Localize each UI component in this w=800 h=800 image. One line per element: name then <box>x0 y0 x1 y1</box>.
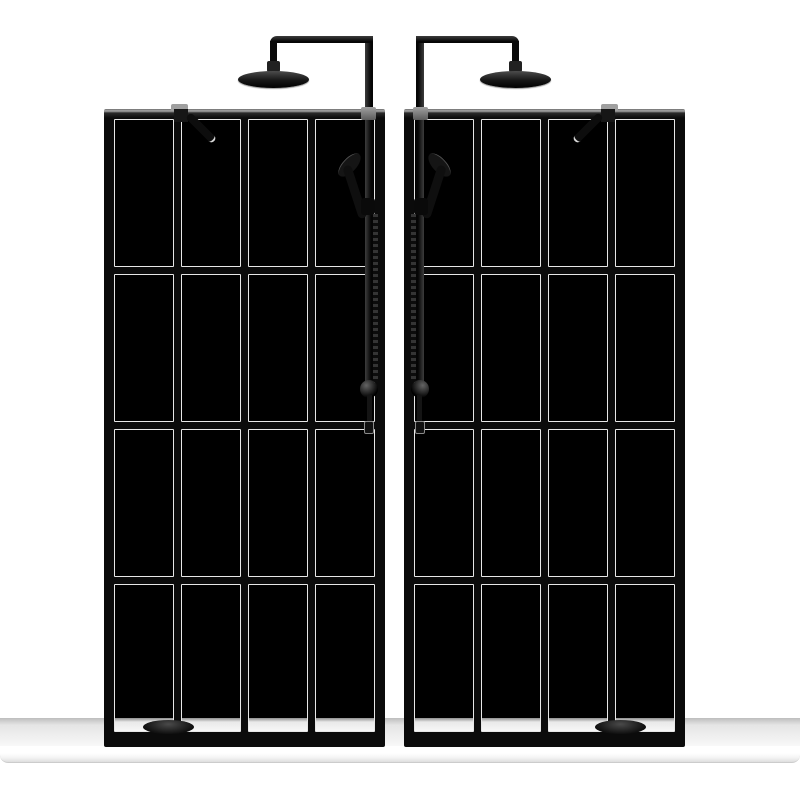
shower-arm-drop <box>270 41 277 65</box>
glass-pane <box>181 274 241 422</box>
glass-grid <box>114 119 375 732</box>
rail-end-knob <box>360 380 378 398</box>
glass-pane <box>481 429 541 577</box>
glass-pane <box>114 584 174 732</box>
glass-pane <box>414 584 474 732</box>
glass-pane <box>315 429 375 577</box>
hose-connector <box>364 421 374 434</box>
shower-hose <box>411 214 416 382</box>
screen-frame <box>404 109 685 747</box>
shower-head-connector <box>267 61 280 72</box>
shower-tray-front <box>0 746 800 763</box>
glass-pane <box>548 429 608 577</box>
screen-frame <box>104 109 385 747</box>
glass-pane <box>615 584 675 732</box>
glass-pane <box>114 274 174 422</box>
rain-shower-head <box>238 71 309 88</box>
glass-pane <box>248 429 308 577</box>
glass-pane <box>615 274 675 422</box>
glass-pane <box>548 274 608 422</box>
riser-bracket <box>413 107 428 120</box>
slide-rail-clamp <box>414 198 428 215</box>
riser-bracket <box>361 107 376 120</box>
shower-hose <box>373 214 378 382</box>
glass-pane <box>248 274 308 422</box>
glass-pane <box>181 584 241 732</box>
glass-grid <box>414 119 675 732</box>
hose-tail <box>417 395 422 423</box>
glass-pane <box>114 429 174 577</box>
shower-screen-right <box>404 28 685 747</box>
glass-pane <box>181 429 241 577</box>
glass-pane <box>615 119 675 267</box>
glass-pane <box>414 429 474 577</box>
shower-arm <box>416 36 519 43</box>
shower-arm <box>270 36 373 43</box>
handle-cap <box>171 104 188 111</box>
handle-clamp <box>601 109 615 122</box>
glass-pane <box>114 119 174 267</box>
glass-pane <box>248 119 308 267</box>
glass-pane <box>248 584 308 732</box>
glass-pane <box>615 429 675 577</box>
glass-pane <box>315 584 375 732</box>
glass-pane <box>481 119 541 267</box>
tray-drain <box>595 720 646 734</box>
handle-clamp <box>174 109 188 122</box>
hose-tail <box>367 395 372 423</box>
shower-screen-left <box>104 28 385 747</box>
tray-drain <box>143 720 194 734</box>
glass-pane <box>548 584 608 732</box>
glass-pane <box>481 274 541 422</box>
glass-pane <box>181 119 241 267</box>
slide-rail-clamp <box>361 198 375 215</box>
hose-connector <box>415 421 425 434</box>
glass-pane <box>481 584 541 732</box>
rain-shower-head <box>480 71 551 88</box>
